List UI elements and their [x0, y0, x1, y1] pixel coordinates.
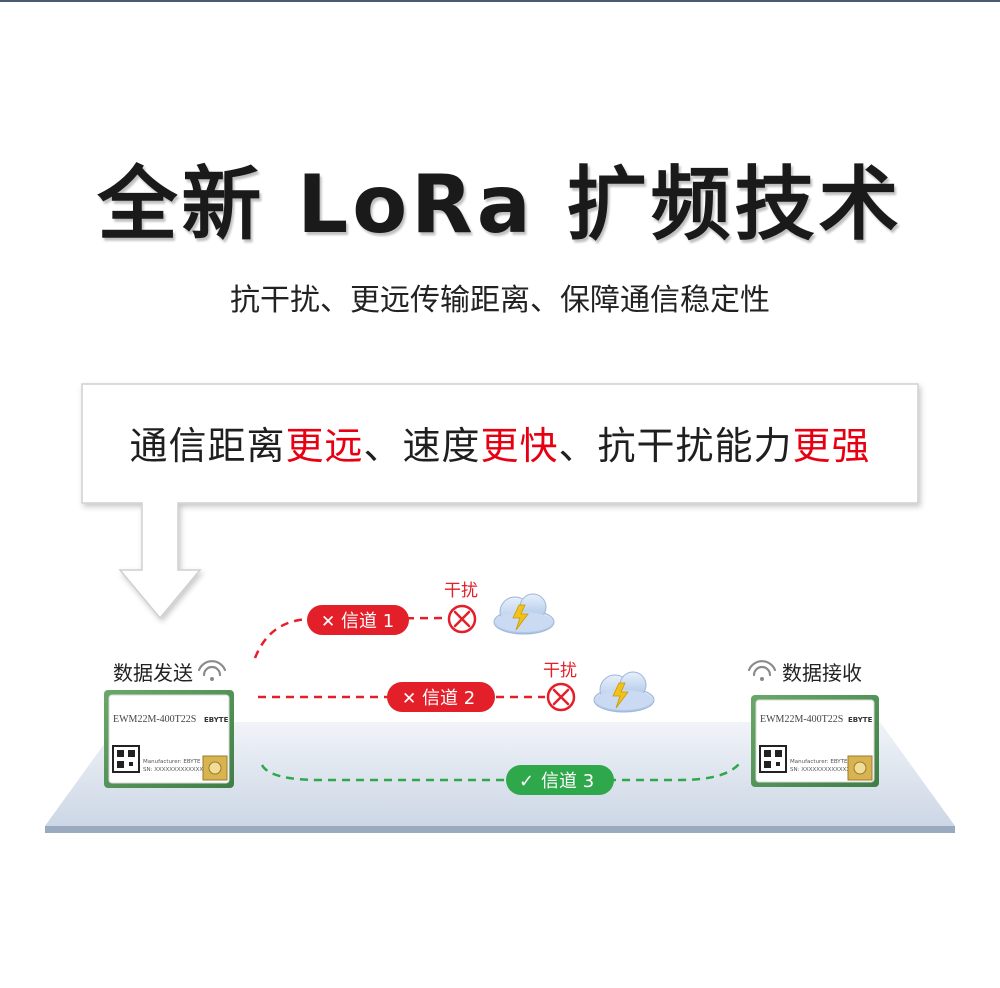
- callout-seg-0: 通信距离: [129, 424, 286, 468]
- receiver-manufacturer: Manufacturer: EBYTE: [790, 759, 848, 765]
- sender-wifi-icon: [197, 660, 227, 681]
- channel-1-label: 信道 1: [341, 611, 394, 632]
- callout-seg-4: 、抗干扰能力: [558, 424, 793, 468]
- channel-2-mark: ✕: [402, 689, 416, 709]
- receiver-sn: SN: XXXXXXXXXXXXXX: [790, 767, 854, 773]
- channel-3-label: 信道 3: [541, 771, 594, 792]
- channel-1-mark: ✕: [321, 612, 335, 632]
- receiver-antenna-connector-icon: [847, 755, 873, 781]
- platform-edge: [45, 826, 955, 833]
- receiver-part-number: EWM22M-400T22S: [760, 714, 843, 725]
- sender-module: EWM22M-400T22S EBYTE Manufacturer: EBYTE…: [104, 690, 234, 788]
- sender-label: 数据发送: [113, 661, 193, 685]
- sender-manufacturer: Manufacturer: EBYTE: [143, 759, 201, 765]
- channel-2-blocked-icon: [546, 682, 576, 712]
- sender-qr-icon: [112, 745, 140, 773]
- sender-brand: EBYTE: [204, 716, 229, 724]
- callout-seg-1: 更远: [285, 424, 364, 468]
- receiver-qr-icon: [759, 745, 787, 773]
- channel-3-badge: ✓ 信道 3: [506, 765, 614, 795]
- callout-seg-5: 更强: [792, 424, 871, 468]
- platform: [45, 722, 955, 826]
- interference-label-2: 干扰: [543, 661, 577, 681]
- channel-1-badge: ✕ 信道 1: [307, 605, 409, 635]
- receiver-module: EWM22M-400T22S EBYTE Manufacturer: EBYTE…: [751, 695, 879, 787]
- channel-3-mark: ✓: [519, 771, 534, 792]
- channel-2-label: 信道 2: [422, 688, 475, 709]
- storm-cloud-icon-2: [593, 671, 655, 713]
- page-title: 全新 LoRa 扩频技术: [97, 158, 903, 251]
- callout-seg-2: 、速度: [363, 424, 481, 468]
- sender-part-number: EWM22M-400T22S: [113, 714, 196, 725]
- top-border: [0, 0, 1000, 2]
- callout-seg-3: 更快: [480, 424, 559, 468]
- storm-cloud-icon-1: [493, 593, 555, 635]
- channel-3-path: [260, 759, 744, 782]
- receiver-wifi-icon: [747, 660, 777, 681]
- sender-sn: SN: XXXXXXXXXXXXXX: [143, 767, 207, 773]
- page-subtitle: 抗干扰、更远传输距离、保障通信稳定性: [230, 283, 770, 318]
- callout-text: 通信距离更远、速度更快、抗干扰能力更强: [82, 415, 918, 470]
- receiver-brand: EBYTE: [848, 716, 873, 724]
- channel-2-badge: ✕ 信道 2: [387, 682, 495, 712]
- sender-antenna-connector-icon: [202, 755, 228, 781]
- interference-label-1: 干扰: [444, 581, 478, 601]
- receiver-label: 数据接收: [782, 661, 862, 685]
- channel-1-blocked-icon: [447, 604, 477, 634]
